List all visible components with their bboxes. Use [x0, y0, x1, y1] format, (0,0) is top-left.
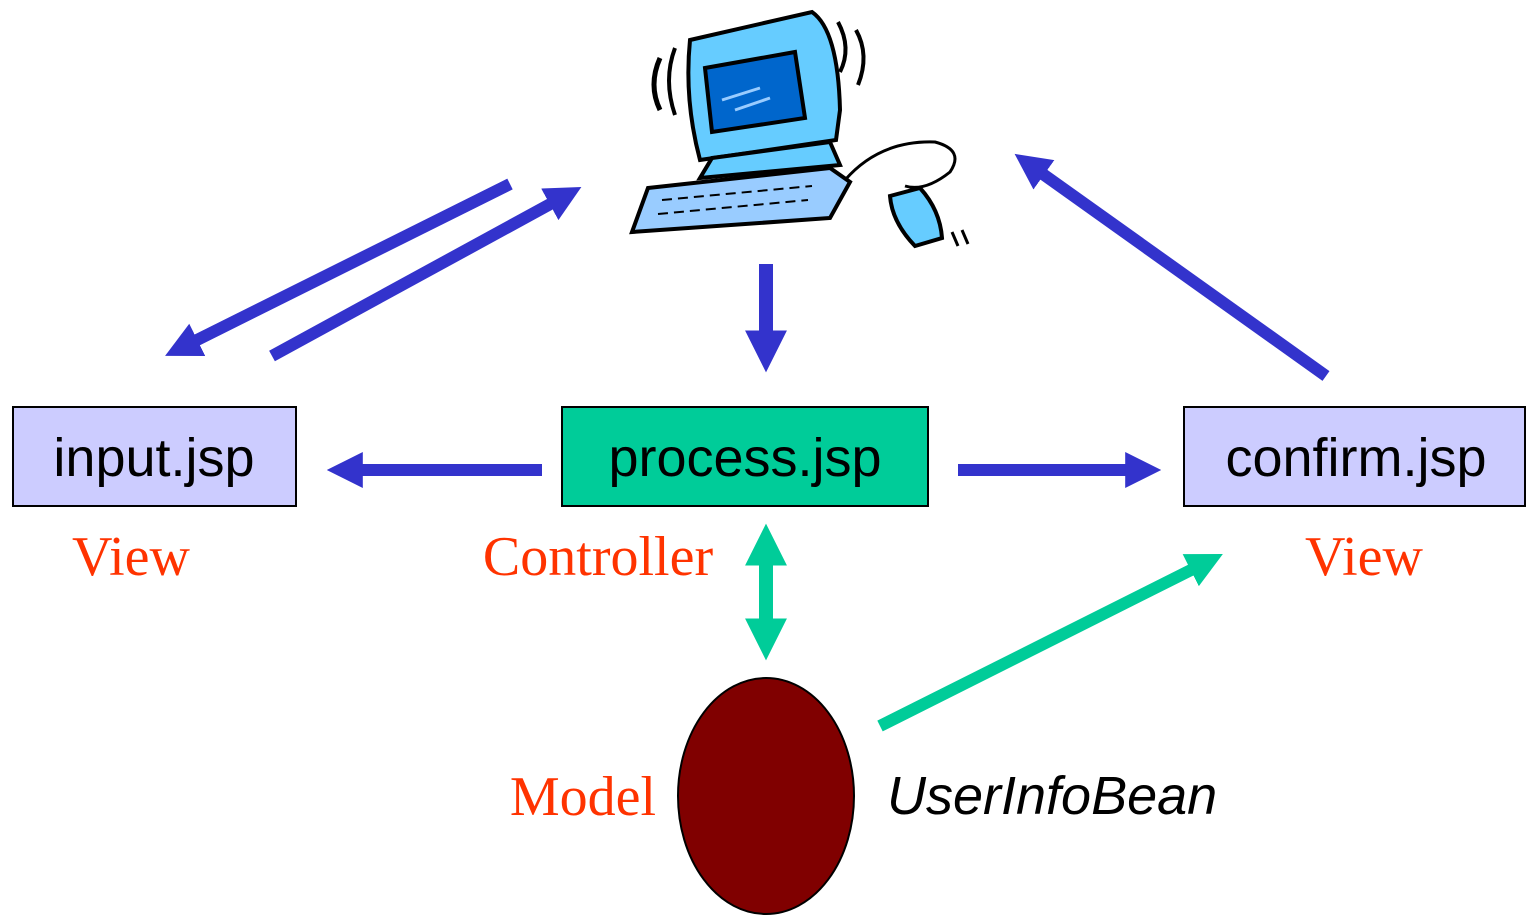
confirm-view-label: View	[1305, 526, 1423, 588]
process-jsp-box	[561, 406, 929, 507]
computer-icon	[629, 9, 970, 249]
input-jsp-label: input.jsp	[53, 428, 254, 488]
confirm-jsp-box	[1183, 406, 1526, 507]
process-controller-label: Controller	[483, 526, 714, 588]
model-label: Model	[510, 766, 656, 828]
arrow-confirm-to-client	[1014, 153, 1330, 381]
input-jsp-box	[12, 406, 297, 507]
confirm-jsp-label: confirm.jsp	[1225, 428, 1486, 488]
process-jsp-label: process.jsp	[608, 428, 881, 488]
input-view-label: View	[72, 526, 190, 588]
model-ellipse	[677, 677, 855, 915]
userinfobean-label: UserInfoBean	[887, 766, 1217, 826]
arrow-model-to-confirm	[877, 554, 1223, 732]
arrow-input-to-client	[269, 187, 582, 362]
arrow-client-to-input	[165, 178, 513, 356]
